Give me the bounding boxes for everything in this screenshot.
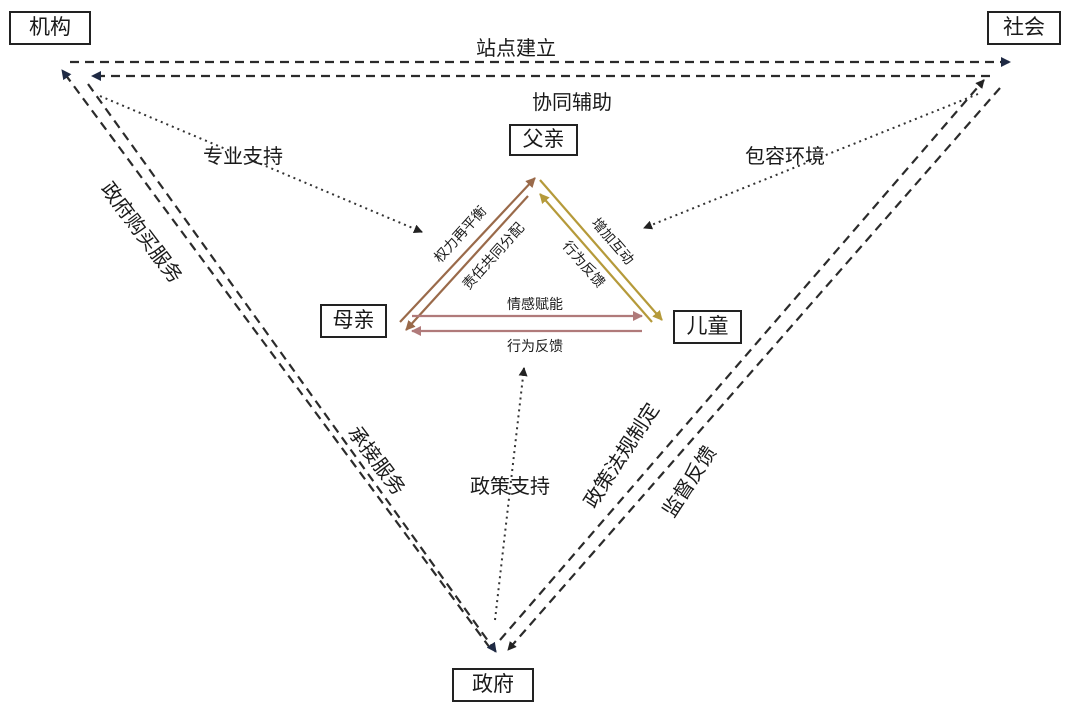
edge-professional-support (99, 95, 423, 234)
label-policy-support: 政策支持 (470, 474, 550, 498)
node-institution: 机构 (9, 11, 91, 45)
node-government: 政府 (452, 668, 534, 702)
node-society-label: 社会 (1003, 15, 1045, 39)
node-father: 父亲 (509, 124, 578, 156)
node-child: 儿童 (673, 310, 742, 344)
label-inclusive-environment: 包容环境 (745, 144, 825, 168)
node-institution-label: 机构 (29, 15, 71, 39)
node-mother: 母亲 (320, 304, 387, 338)
label-site-establish: 站点建立 (476, 36, 556, 60)
edge-child-to-father (539, 193, 653, 323)
node-government-label: 政府 (472, 672, 514, 696)
node-father-label: 父亲 (522, 127, 565, 151)
edge-undertake-service (87, 83, 497, 653)
edge-policy-support (494, 367, 528, 621)
edge-father-to-child (539, 179, 663, 321)
node-society: 社会 (987, 11, 1061, 45)
label-behavior-feedback-mc: 行为反馈 (507, 339, 563, 355)
label-professional-support: 专业支持 (203, 144, 283, 168)
node-child-label: 儿童 (686, 314, 729, 338)
label-collab-assist: 协同辅助 (532, 90, 612, 114)
edge-supervise-feedback (507, 87, 1001, 651)
node-mother-label: 母亲 (332, 308, 375, 332)
edge-mother-to-father (399, 177, 536, 323)
label-emotional-empowerment: 情感赋能 (507, 297, 563, 313)
edge-policy-making (499, 79, 985, 641)
edge-father-to-mother (405, 195, 529, 331)
